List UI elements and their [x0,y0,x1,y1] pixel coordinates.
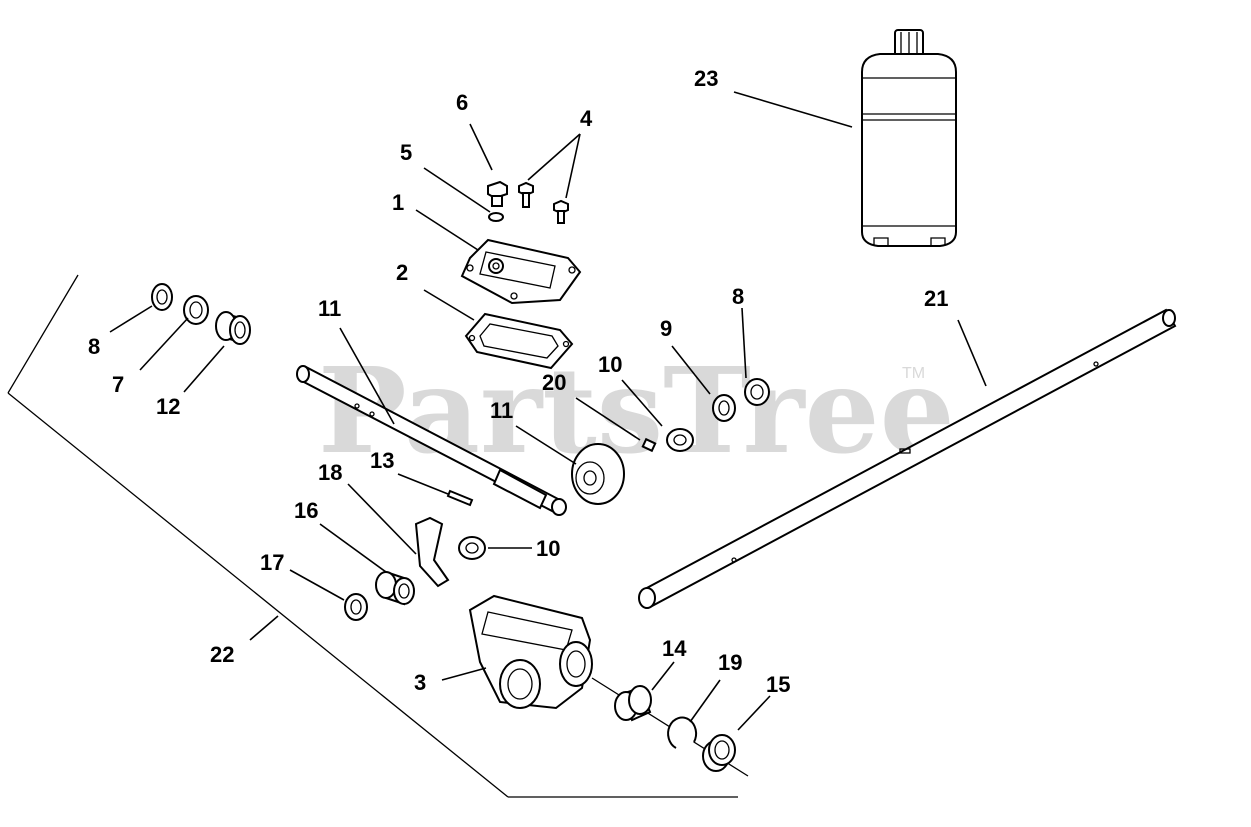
seal-lower[interactable] [344,593,368,621]
callout-8-left: 8 [88,334,100,359]
snap-ring[interactable] [667,716,698,749]
shift-fork[interactable] [414,516,450,588]
callout-11-gear: 11 [490,398,513,423]
cover-bolt-b[interactable] [553,199,569,224]
callout-5: 5 [400,140,412,165]
bushing-left[interactable] [215,311,251,345]
bearing-right[interactable] [744,378,770,406]
callout-12: 12 [156,394,180,419]
callout-21: 21 [924,286,948,311]
fluid-bottle[interactable] [861,29,957,247]
watermark-trademark: TM [902,365,925,382]
callout-19: 19 [718,650,742,675]
callout-16: 16 [294,498,318,523]
leader-lines [109,91,987,731]
cover-gasket[interactable] [464,312,574,370]
callout-18: 18 [318,460,342,485]
callout-13: 13 [370,448,394,473]
seal-right[interactable] [712,394,736,422]
callout-23: 23 [694,66,718,91]
drive-gear[interactable] [571,443,625,505]
axle-shaft[interactable] [638,308,1177,609]
plug-washer[interactable] [488,212,504,222]
cover-bolt-a[interactable] [518,181,534,208]
callout-8-right: 8 [732,284,744,309]
thrust-washer-lower[interactable] [458,536,486,560]
callout-17: 17 [260,550,284,575]
gear-key[interactable] [641,437,657,453]
roll-pin[interactable] [446,489,474,507]
callout-10-lower: 10 [536,536,560,561]
callout-22: 22 [210,642,234,667]
axle-seal[interactable] [702,734,736,772]
callout-14: 14 [662,636,687,661]
callout-10-upper: 10 [598,352,622,377]
callout-labels: 23 6 4 5 1 2 8 7 12 11 8 9 10 20 11 21 1… [88,66,948,697]
seal-left[interactable] [183,295,209,325]
spacer-bushing[interactable] [614,685,652,722]
callout-6: 6 [456,90,468,115]
callout-4: 4 [580,106,593,131]
gearbox-cover[interactable] [460,238,582,305]
callout-2: 2 [396,260,408,285]
callout-1: 1 [392,190,404,215]
thrust-washer-upper[interactable] [666,428,694,452]
callout-9: 9 [660,316,672,341]
callout-3: 3 [414,670,426,695]
watermark-text: PartsTree [318,341,955,480]
assembly-bracket [7,274,738,798]
input-shaft[interactable] [296,365,567,516]
callout-11-shaft: 11 [318,296,341,321]
bearing-lower[interactable] [375,570,415,606]
callout-7: 7 [112,372,124,397]
gearbox-housing[interactable] [468,594,749,777]
drain-plug[interactable] [487,180,508,207]
bearing-left[interactable] [151,283,173,311]
callout-20: 20 [542,370,566,395]
callout-15: 15 [766,672,790,697]
